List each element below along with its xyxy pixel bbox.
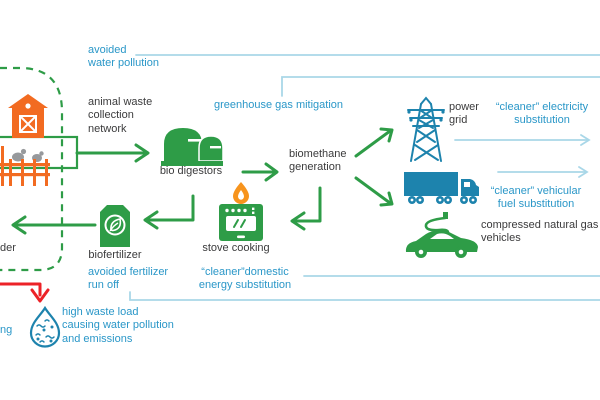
line-avoided-fertilizer — [129, 291, 600, 301]
label-avoided-water-pollution: avoided water pollution — [88, 44, 159, 70]
arrow-digesters-to-biomethane — [241, 162, 279, 182]
truck-icon — [404, 169, 482, 207]
arrow-biomethane-to-grid — [354, 127, 394, 158]
arrow-biomethane-to-truck — [354, 176, 394, 207]
water-drop-icon — [27, 305, 63, 348]
farm-boundary-dashed — [0, 66, 64, 272]
label-cleaner-domestic-energy: “cleaner”domestic energy substitution — [198, 266, 292, 292]
label-ghg-mitigation: greenhouse gas mitigation — [214, 99, 344, 111]
label-animal-waste-collection: animal waste collection network — [88, 96, 153, 135]
stove-icon — [218, 182, 264, 242]
arrow-farm-to-digesters — [75, 143, 150, 163]
barn-icon — [7, 93, 49, 138]
arrow-cleaner-electricity — [454, 134, 591, 146]
label-left-edge-fragment: ng — [0, 324, 13, 336]
arrow-biomethane-to-stove — [290, 186, 322, 231]
power-grid-icon — [405, 96, 447, 163]
label-cng-vehicles: compressed natural gas for vehicles — [481, 219, 599, 245]
label-biomethane-generation: biomethane generation — [289, 148, 347, 174]
bio-digester-icon — [161, 120, 224, 166]
label-cleaner-vehicular-fuel: “cleaner” vehicular fuel substitution — [490, 185, 582, 211]
label-high-waste-load: high waste load causing water pollution … — [62, 306, 174, 345]
label-stove-cooking: stove cooking — [202, 242, 270, 254]
arrow-biofertilizer-to-fodder — [11, 215, 97, 235]
arrow-digesters-to-biofertilizer — [143, 194, 195, 230]
label-biofertilizer: biofertilizer — [88, 249, 142, 261]
livestock-fence-icon — [0, 146, 50, 186]
arrow-cleaner-vehicular — [497, 166, 589, 178]
label-fodder-fragment: der — [0, 242, 16, 254]
label-power-grid: power grid — [449, 101, 479, 127]
biofertilizer-bag-icon — [97, 202, 133, 248]
label-cleaner-electricity: “cleaner” electricity substitution — [495, 101, 589, 127]
arrow-waste-to-pollution — [0, 282, 50, 303]
cng-car-icon — [403, 212, 481, 260]
label-avoided-fertilizer-runoff: avoided fertilizer run off — [88, 266, 169, 292]
label-bio-digesters: bio digestors — [159, 165, 223, 177]
line-ghg-mitigation — [281, 76, 600, 97]
